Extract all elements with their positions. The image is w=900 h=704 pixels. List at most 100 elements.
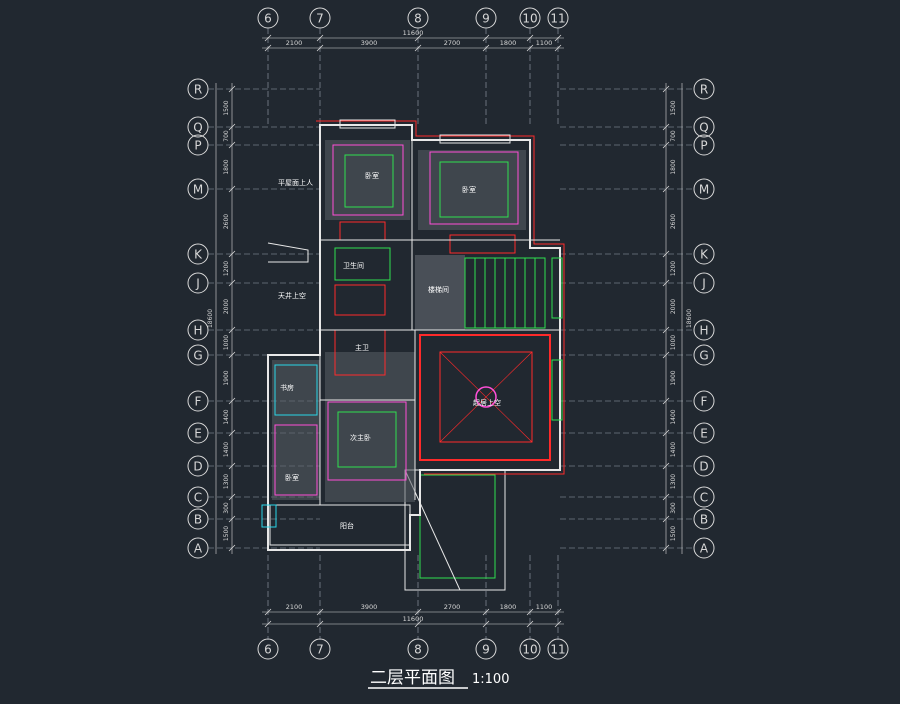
left-axis-tick [228,326,236,334]
right-axis-bubble-label: G [699,349,708,363]
top-axis-tick [414,44,422,52]
right-axis-segment-label: 1500 [670,526,677,541]
bottom-axis-tick [264,608,272,616]
left-axis-bubble-label: J [195,277,200,291]
left-axis-tick [228,351,236,359]
drawing-title: 二层平面图 1:100 [368,668,509,689]
right-axis-bubble-label: F [701,395,708,409]
closet-n2 [449,234,516,254]
room-labels: 卧室 卧室 卫生间 楼梯间 主卫 书房 次主卧 起居上空 卧室 阳台 平屋面上人… [278,171,501,530]
living-void-inner [439,351,533,443]
right-axis-tick [662,397,670,405]
left-axis-tick [228,279,236,287]
left-axis-total-label: 18600 [207,309,214,328]
bottom-axis-tick [414,608,422,616]
right-axis-tick [662,185,670,193]
right-axis-segment-label: 700 [670,130,677,142]
bottom-axis-bubble-label: 6 [264,643,272,657]
right-axis-bubble-label: C [700,491,708,505]
right-axis-bubble-circle [693,537,715,559]
left-axis-bubble-label: K [194,248,203,262]
bottom-axis-tick [554,620,562,628]
left-axis-bubble-label: Q [193,121,202,135]
floor-hatch-mid [325,352,415,502]
top-axis-tick [482,44,490,52]
bottom-axis-bubble-label: 8 [414,643,422,657]
right-axis-bubble-label: J [701,277,706,291]
left-axis-bubble-label: A [194,542,203,556]
left-axis-tick [228,123,236,131]
left-axis-bubble-label: M [193,183,203,197]
top-axis-total-label: 11600 [403,29,424,37]
right-axis-bubble-circle [693,272,715,294]
left-axis-segment-label: 1800 [223,159,230,174]
bath-n [334,247,391,281]
right-axis-tick [662,462,670,470]
top-axis-segment-label: 3900 [361,39,378,47]
right-axis-bubble-circle [693,508,715,530]
right-axis-bubble-label: H [699,324,708,338]
top-axis-segment-label: 1100 [536,39,553,47]
left-axis-segment-label: 1300 [223,474,230,489]
room-label: 起居上空 [473,398,501,407]
top-axis-bubble-label: 8 [414,12,422,26]
right-axis-bubble-label: R [700,83,708,97]
left-axis-tick [228,429,236,437]
right-axis-bubble-circle [693,486,715,508]
left-axis-tick [228,185,236,193]
outer-wall [267,124,561,551]
left-axis-tick [228,462,236,470]
right-axis-bubble-circle [693,319,715,341]
right-axis-bubble-circle [693,390,715,412]
right-axis-segment-label: 1200 [670,261,677,276]
drawing-title-scale: 1:100 [472,672,509,687]
bottom-axis-segment-label: 1100 [536,603,553,611]
bottom-axis-bubble-label: 10 [522,643,537,657]
drawing-title-main: 二层平面图 [370,668,455,688]
room-label: 主卫 [355,343,369,352]
right-axis-bubble-circle [693,134,715,156]
right-axis-segment-label: 1800 [670,159,677,174]
right-axis-bubble-circle [693,422,715,444]
bottom-axis-tick [526,608,534,616]
bottom-axis-segment-label: 1800 [500,603,517,611]
window-east-2 [551,359,563,421]
top-axis-bubble-label: 6 [264,12,272,26]
left-axis-segment-label: 1400 [223,409,230,424]
right-axis-bubble-circle [693,116,715,138]
right-axis-tick [662,326,670,334]
room-label: 卧室 [285,473,299,482]
top-axis-segment-label: 2100 [286,39,303,47]
window-north-1 [339,119,396,129]
room-bed-nw-frame [332,144,404,216]
bottom-axis-bubble-label: 9 [482,643,490,657]
note-label: 天井上空 [278,291,306,300]
window-east-1 [551,257,563,319]
bottom-axis-tick [264,620,272,628]
top-axis-bubble-label: 7 [316,12,324,26]
right-axis-tick [662,85,670,93]
right-axis-segment-label: 2000 [670,299,677,314]
left-axis-bubble-label: B [194,513,202,527]
top-axis-tick [554,44,562,52]
right-axis-tick [662,141,670,149]
window-north-2 [439,134,511,144]
right-axis-tick [662,515,670,523]
right-axis-tick [662,351,670,359]
room-label: 阳台 [340,521,354,530]
master-bed-frame [327,401,407,481]
right-axis-segment-label: 1400 [670,409,677,424]
balcony-cyan-edge [261,504,277,528]
terrace-green-frame [419,474,496,579]
room-bed-ne-frame [429,151,519,225]
left-axis-tick [228,85,236,93]
bed-sw-frame [274,424,318,496]
room-label: 卧室 [365,171,379,180]
right-axis-bubble-circle [693,178,715,200]
right-axis-bubble-label: E [700,427,708,441]
bottom-axis-bubble-label: 7 [316,643,324,657]
top-axis-tick [264,34,272,42]
